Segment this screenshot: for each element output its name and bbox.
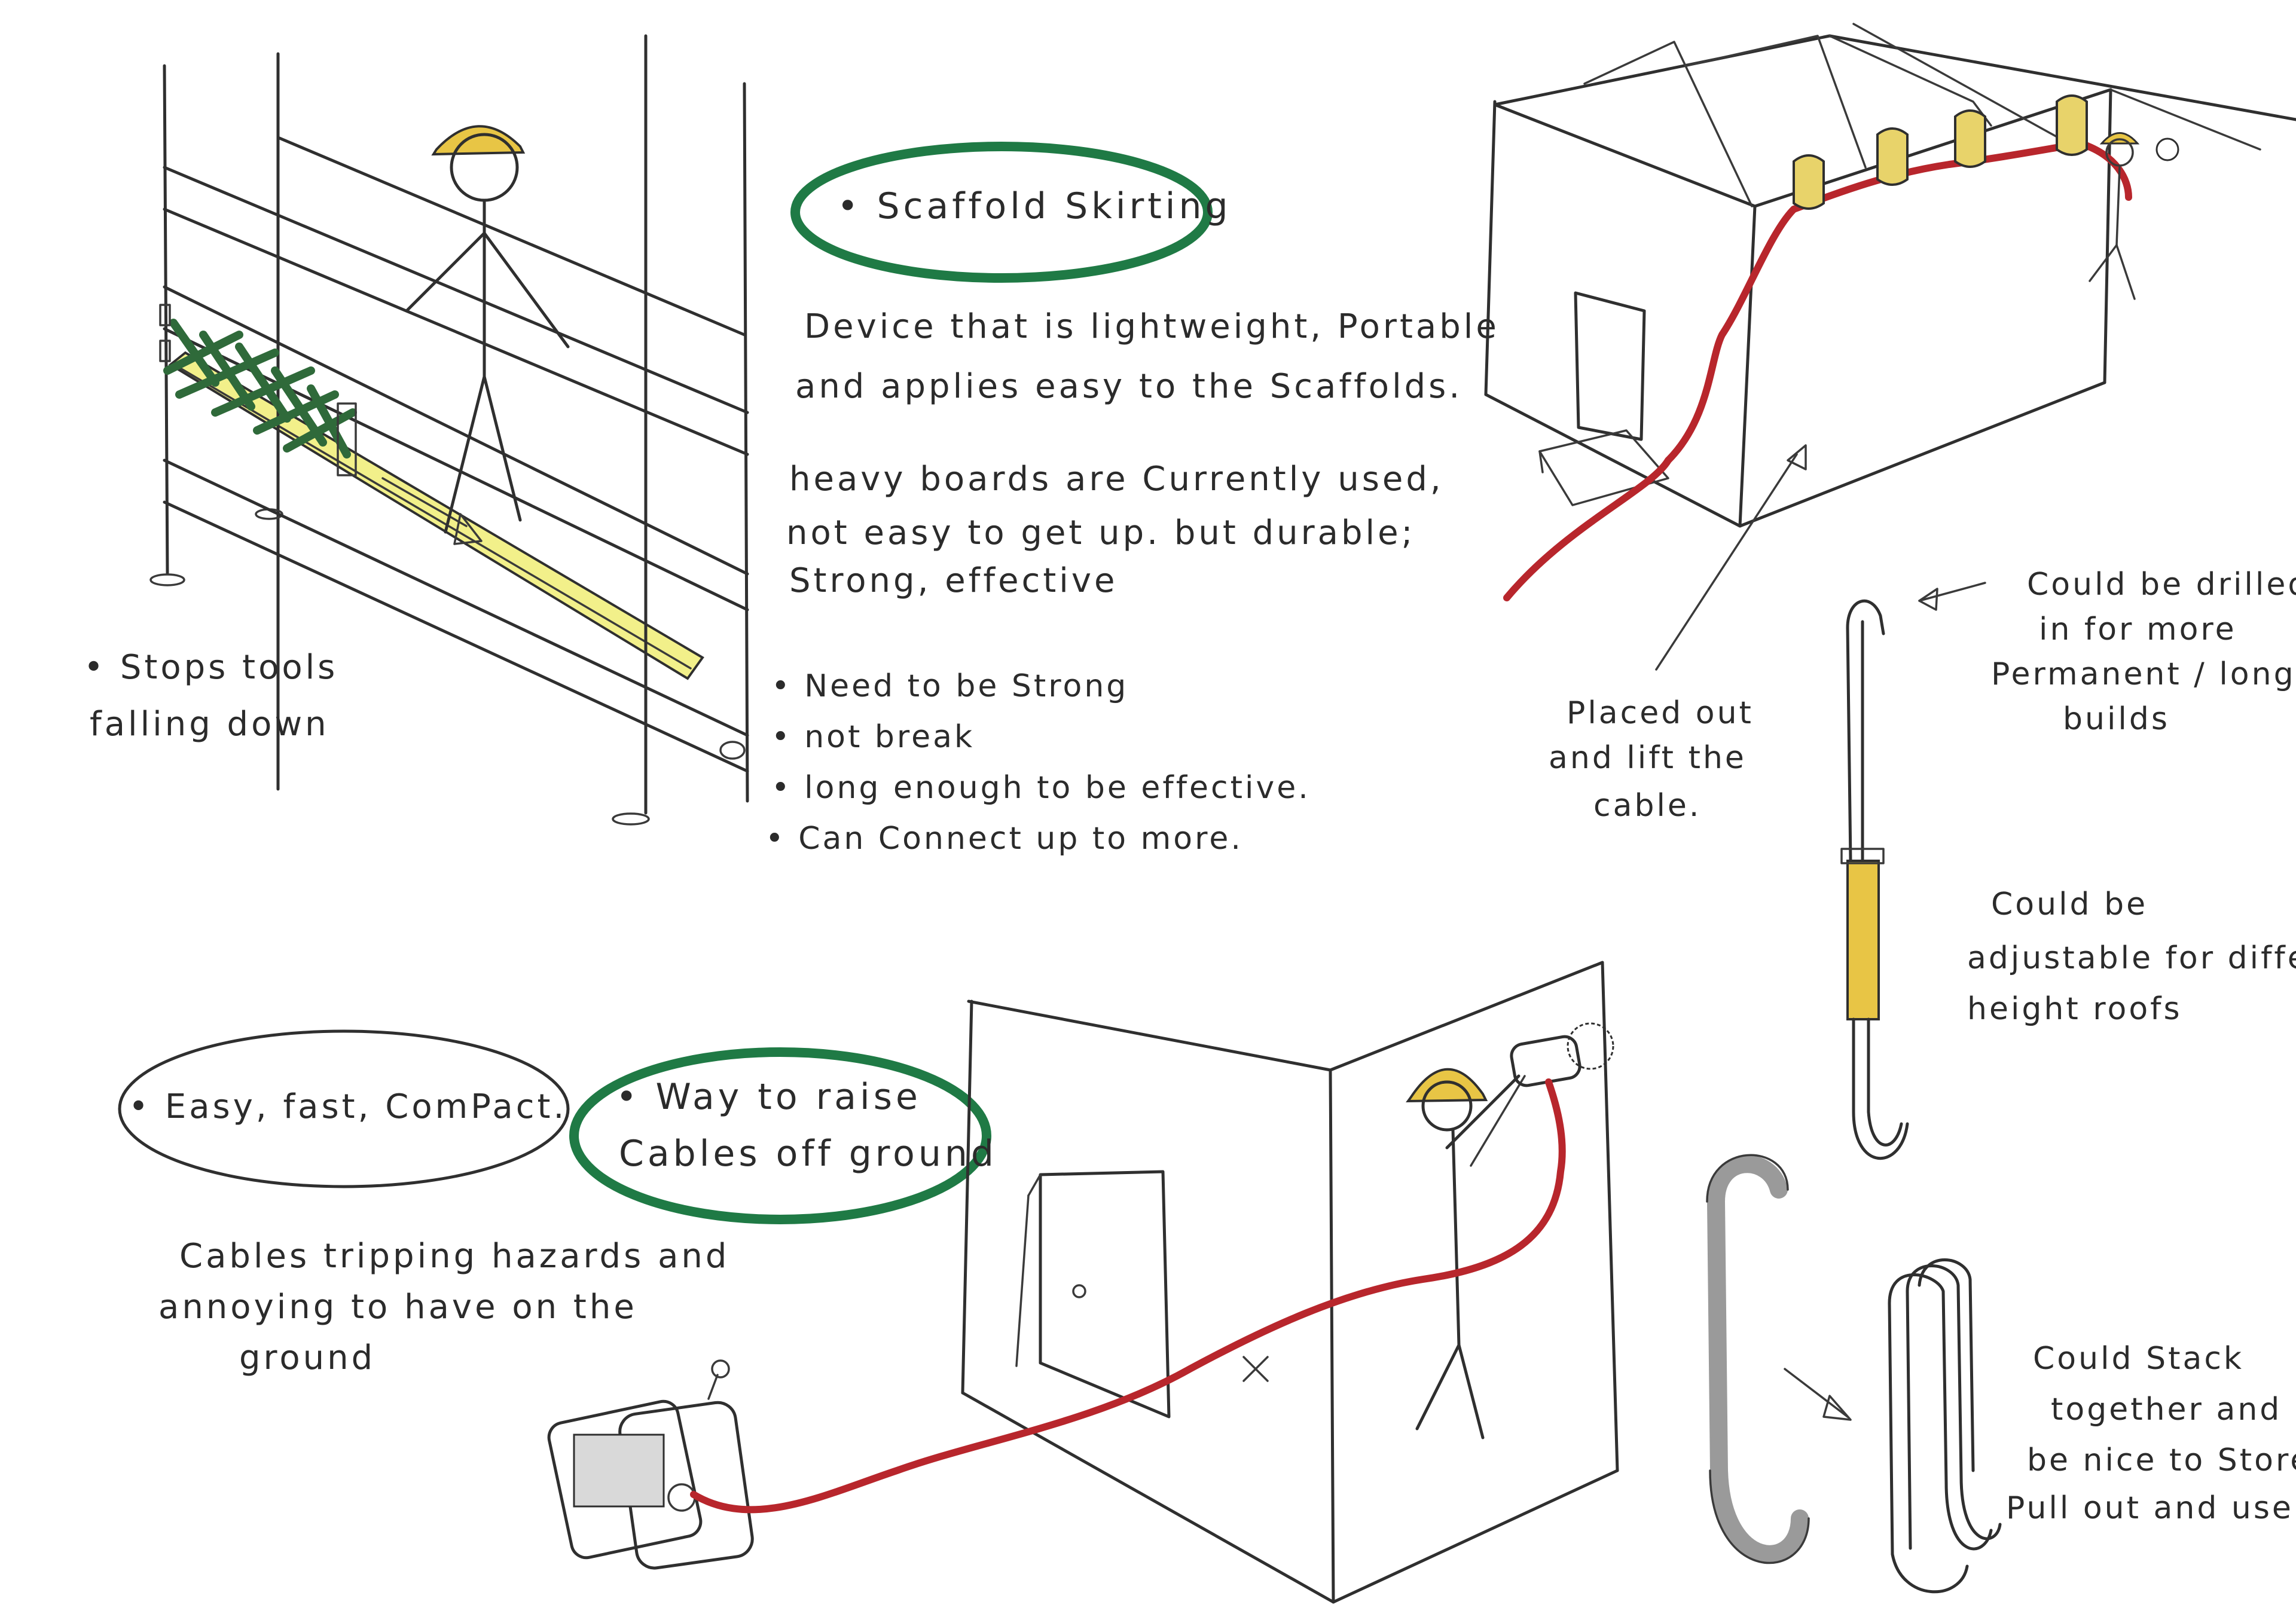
- adjustable-note: Could be adjustable for different height…: [1967, 887, 2296, 1027]
- scaffold-title-circle: [790, 142, 1213, 283]
- door-icon: [1015, 1170, 1171, 1419]
- features-circle: [118, 1029, 570, 1188]
- ceiling-hook-sketch: [1484, 23, 2296, 671]
- scaffold-sketch: [149, 34, 749, 826]
- ceiling-worker: [2089, 132, 2179, 300]
- skirting-hatch: [163, 319, 357, 459]
- cables-title-circle: [569, 1047, 991, 1224]
- hook-sleeve-yellow: [1846, 860, 1880, 1020]
- drilled-note: Could be drilled in for more Permanent /…: [1991, 567, 2296, 737]
- scaffold-description: Device that is lightweight, Portable and…: [795, 307, 1513, 406]
- hard-hat-icon: [1406, 1068, 1488, 1103]
- cables-problem-note: Cables tripping hazards and annoying to …: [158, 1237, 743, 1377]
- features-note: • Easy, fast, ComPact.: [129, 1087, 567, 1126]
- room-corner-sketch: [961, 961, 1619, 1604]
- stack-note: Could Stack together and be nice to Stor…: [2006, 1341, 2296, 1526]
- scaffold-requirements: • Need to be Strong • not break • long e…: [765, 668, 1323, 857]
- drill-worker: [1406, 1022, 1614, 1439]
- ceiling-hooks: [1793, 94, 2088, 210]
- scaffold-current-boards: heavy boards are Currently used, not eas…: [786, 460, 1458, 600]
- stops-tools-note: • Stops tools falling down: [84, 648, 352, 744]
- scaffold-title: • Scaffold Skirting: [837, 185, 1232, 227]
- placed-out-note: Placed out and lift the cable.: [1549, 695, 1766, 824]
- worker-figure: [405, 125, 570, 534]
- grey-hook-sketch: [1706, 1154, 1810, 1564]
- floor-cable: [690, 1078, 1566, 1514]
- cables-title: • Way to raise Cables off ground: [616, 1076, 997, 1175]
- generator-icon: [547, 1359, 754, 1570]
- ceiling-cable: [1503, 139, 2132, 601]
- door-icon: [1538, 291, 1669, 506]
- stacked-hooks-sketch: [1888, 1258, 2002, 1594]
- adjustable-hook-sketch: [1840, 582, 1986, 1160]
- hard-hat-icon: [431, 125, 526, 156]
